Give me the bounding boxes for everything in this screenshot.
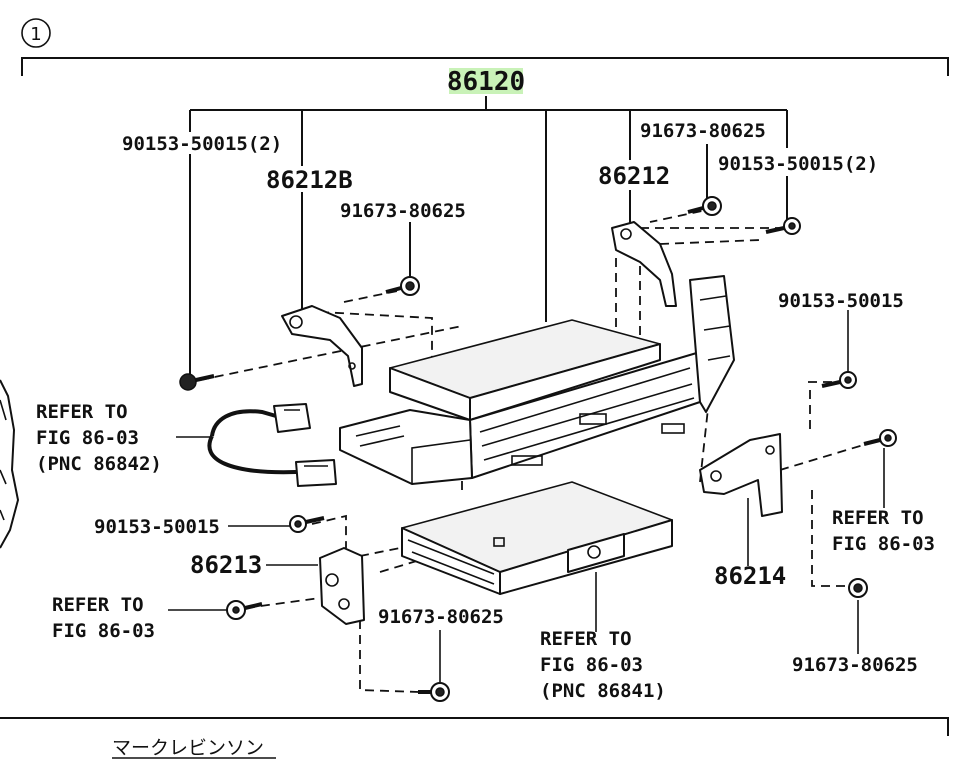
screw-left-refer[interactable] xyxy=(226,600,263,620)
bolt-left-upper[interactable] xyxy=(385,276,420,296)
main-tree-bar xyxy=(190,96,787,111)
label-screw-left-lower[interactable]: 90153-50015 xyxy=(94,516,220,538)
label-screw-right-mid[interactable]: 90153-50015 xyxy=(778,290,904,312)
main-part-number[interactable]: 86120 xyxy=(447,67,525,97)
label-bolt-right-upper[interactable]: 91673-80625 xyxy=(640,120,766,142)
label-bolt-center-lower[interactable]: 91673-80625 xyxy=(378,606,504,628)
assembly-frame-bottom xyxy=(0,717,949,736)
label-refer-center-1[interactable]: REFER TO xyxy=(540,628,632,650)
label-86213[interactable]: 86213 xyxy=(190,551,262,579)
screw-right-upper[interactable] xyxy=(765,217,801,235)
screw-right-mid[interactable] xyxy=(821,371,857,389)
background-body-outline xyxy=(0,379,20,549)
label-refer-harness-3[interactable]: (PNC 86842) xyxy=(36,453,162,475)
bracket-86212[interactable] xyxy=(611,221,677,307)
bracket-86213[interactable] xyxy=(319,547,365,625)
label-bolt-left-upper[interactable]: 91673-80625 xyxy=(340,200,466,222)
label-86212[interactable]: 86212 xyxy=(598,162,670,190)
bracket-86214[interactable] xyxy=(699,433,783,517)
label-refer-left-lower-1[interactable]: REFER TO xyxy=(52,594,144,616)
label-refer-center-2[interactable]: FIG 86-03 xyxy=(540,654,643,676)
main-part-highlight xyxy=(449,68,523,94)
figure-circle-number: 1 xyxy=(21,18,51,48)
wire-harness[interactable] xyxy=(207,403,337,487)
assembly-frame-top xyxy=(21,57,949,76)
screw-left-lower[interactable] xyxy=(289,515,325,533)
main-audio-unit[interactable] xyxy=(339,275,735,485)
label-screw-upper-left[interactable]: 90153-50015(2) xyxy=(122,133,282,155)
lower-amplifier[interactable] xyxy=(401,481,673,595)
label-refer-left-lower-2[interactable]: FIG 86-03 xyxy=(52,620,155,642)
label-screw-upper-right[interactable]: 90153-50015(2) xyxy=(718,153,878,175)
label-refer-right-1[interactable]: REFER TO xyxy=(832,507,924,529)
label-refer-right-2[interactable]: FIG 86-03 xyxy=(832,533,935,555)
bolt-center-lower[interactable] xyxy=(418,682,450,702)
circle-number-text: 1 xyxy=(30,24,41,45)
bolt-right-upper[interactable] xyxy=(687,196,722,216)
label-86214[interactable]: 86214 xyxy=(714,562,786,590)
label-refer-harness-1[interactable]: REFER TO xyxy=(36,401,128,423)
label-86212b[interactable]: 86212B xyxy=(266,166,353,194)
screw-right-refer[interactable] xyxy=(863,429,897,447)
label-refer-center-3[interactable]: (PNC 86841) xyxy=(540,680,666,702)
label-refer-harness-2[interactable]: FIG 86-03 xyxy=(36,427,139,449)
label-bolt-right-lower[interactable]: 91673-80625 xyxy=(792,654,918,676)
screw-left-upper[interactable] xyxy=(179,373,215,391)
bolt-right-lower[interactable] xyxy=(848,578,868,598)
bracket-86212b[interactable] xyxy=(281,305,363,387)
footer-text: マークレビンソン xyxy=(112,737,264,759)
